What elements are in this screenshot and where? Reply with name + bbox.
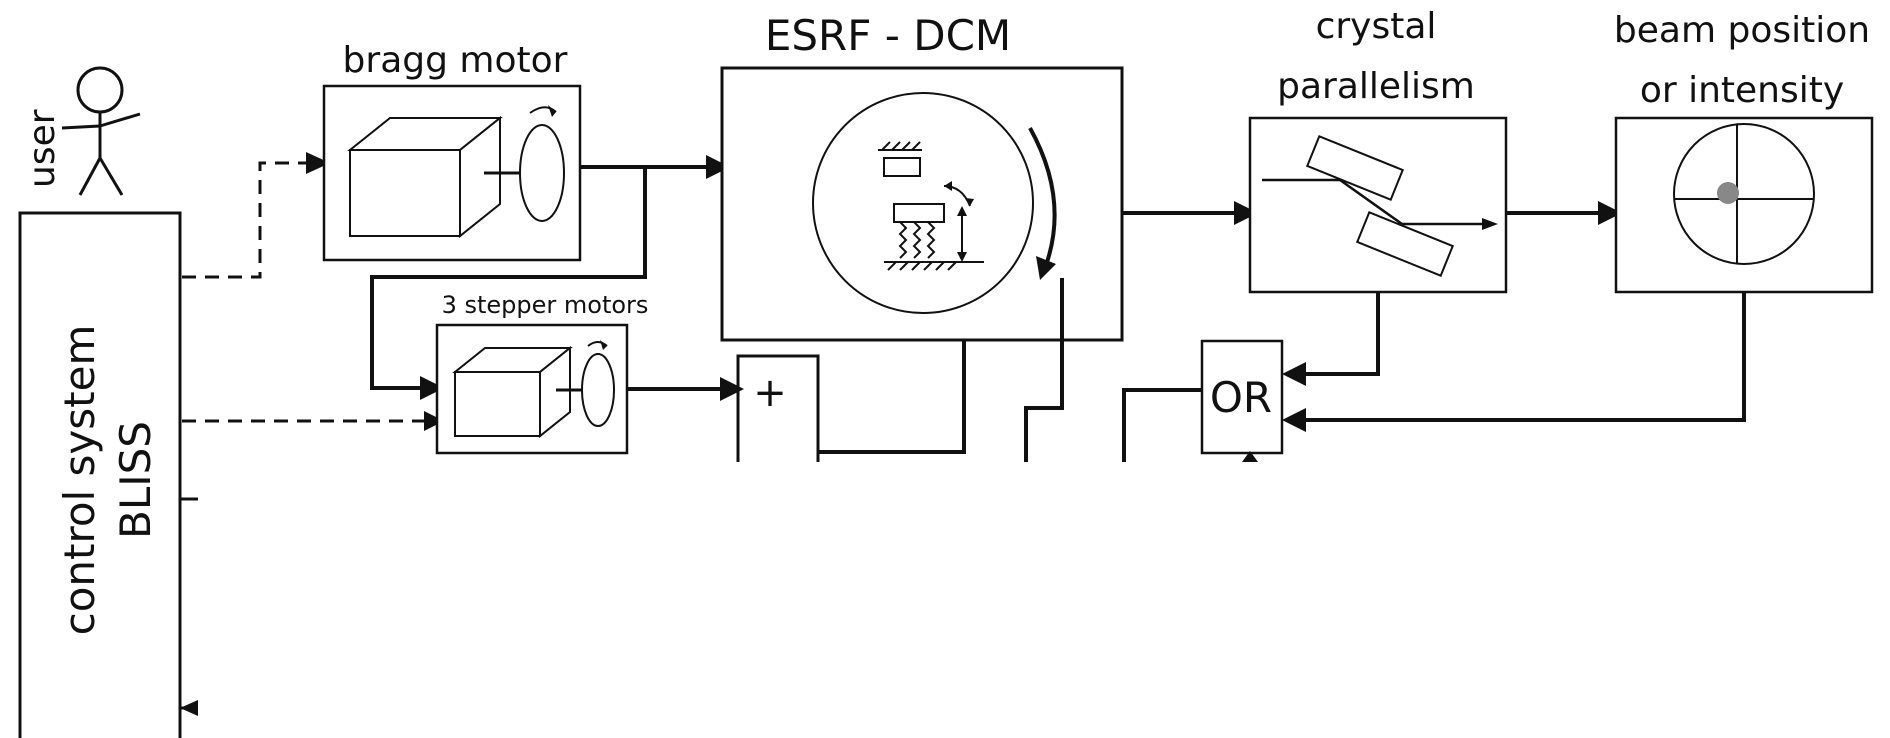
dcm-crystal-icon <box>812 92 1034 314</box>
sum-plus: + <box>753 370 787 416</box>
or-gate-box <box>1200 339 1284 455</box>
bragg-to-steppers <box>370 167 647 390</box>
crystal-label-1: crystal <box>1316 6 1437 47</box>
beam-label-2: or intensity <box>1640 70 1844 111</box>
or-bottom-arrow <box>1242 451 1258 462</box>
stepper-motors-icon <box>452 340 615 439</box>
crystal-parallelism-icon <box>1262 135 1498 277</box>
bragg-motor-label: bragg motor <box>343 40 568 81</box>
control-system-label: control system <box>55 325 104 636</box>
or-feedback-line <box>1122 388 1202 462</box>
beam-to-or <box>1300 292 1746 422</box>
sum-junction-box <box>736 354 820 462</box>
crystal-label-2: parallelism <box>1277 66 1475 107</box>
beam-position-icon <box>1673 123 1815 265</box>
crystal-parallelism-box <box>1248 116 1508 294</box>
dcm-feedback-line <box>1024 278 1064 462</box>
control-system-box <box>18 211 182 738</box>
beam-label-1: beam position <box>1614 10 1870 51</box>
sum-to-dcm <box>818 300 966 454</box>
user-figure <box>61 66 141 196</box>
or-gate-label: OR <box>1210 373 1272 422</box>
stepper-motors-label: 3 stepper motors <box>442 291 649 319</box>
bliss-label: BLISS <box>111 421 160 539</box>
dashed-link-bragg <box>182 161 312 279</box>
dcm-rotation-arrow <box>1028 127 1057 269</box>
bragg-motor-icon <box>347 105 565 239</box>
dcm-title: ESRF - DCM <box>765 11 1011 60</box>
user-label: user <box>22 109 63 188</box>
crystal-to-or <box>1300 292 1380 376</box>
